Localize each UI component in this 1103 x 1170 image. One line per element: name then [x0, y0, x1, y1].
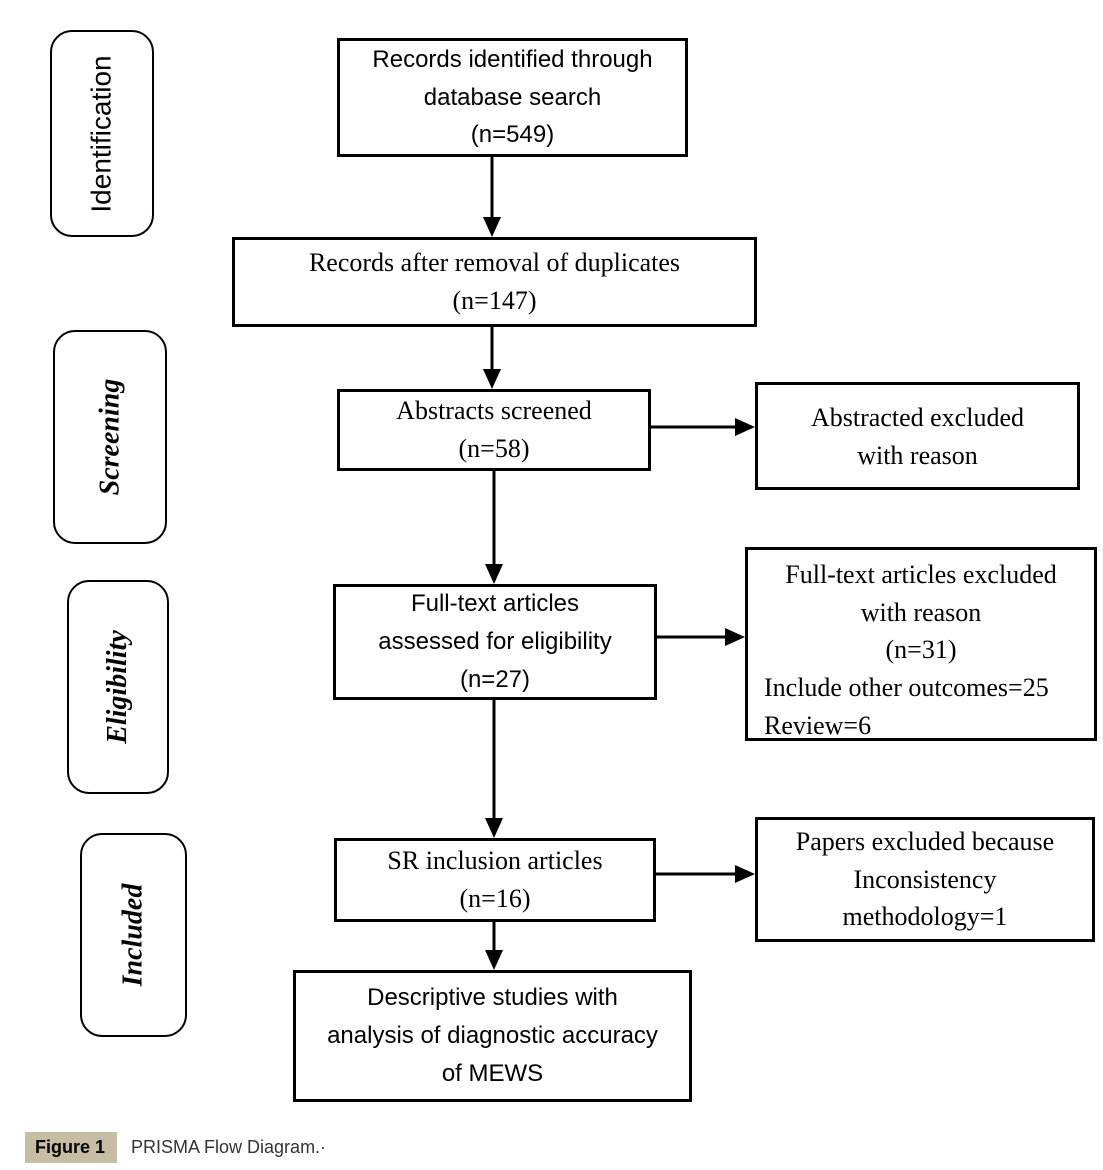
box-abstracted-excluded: Abstracted excluded with reason: [755, 382, 1080, 490]
figure-caption-label: Figure 1: [25, 1132, 118, 1163]
arrow-screened-to-fulltext: [485, 471, 503, 584]
arrow-fulltext-to-fulltext-excluded: [657, 628, 745, 646]
stage-eligibility: Eligibility: [67, 580, 169, 794]
arrow-duplicates-to-screened: [483, 327, 501, 389]
box-records-after-duplicates: Records after removal of duplicates (n=1…: [232, 237, 757, 327]
arrow-identified-to-duplicates: [483, 157, 501, 237]
stage-included-label: Included: [117, 883, 149, 987]
arrow-fulltext-to-sr-inclusion: [485, 700, 503, 838]
figure-caption: Figure 1 PRISMA Flow Diagram.·: [25, 1132, 326, 1163]
stage-identification: Identification: [50, 30, 154, 237]
box-records-identified: Records identified through database sear…: [337, 38, 688, 157]
stage-screening: Screening: [53, 330, 167, 544]
box-fulltext-excluded-centered-text: Full-text articles excluded with reason …: [785, 560, 1057, 665]
arrow-sr-to-papers-excluded: [656, 865, 755, 883]
box-fulltext-excluded-left-text: Include other outcomes=25 Review=6: [764, 673, 1049, 740]
box-descriptive-studies: Descriptive studies with analysis of dia…: [293, 970, 692, 1102]
box-papers-excluded: Papers excluded because Inconsistency me…: [755, 817, 1095, 942]
stage-included: Included: [80, 833, 187, 1037]
box-abstracts-screened: Abstracts screened (n=58): [337, 389, 651, 471]
stage-identification-label: Identification: [86, 54, 117, 213]
box-sr-inclusion: SR inclusion articles (n=16): [334, 838, 656, 922]
figure-caption-text: PRISMA Flow Diagram.·: [131, 1137, 327, 1157]
box-fulltext-excluded: Full-text articles excluded with reason …: [745, 547, 1097, 741]
stage-screening-label: Screening: [94, 378, 125, 496]
arrow-screened-to-abstract-excluded: [651, 418, 755, 436]
box-fulltext-assessed: Full-text articles assessed for eligibil…: [333, 584, 657, 700]
stage-eligibility-label: Eligibility: [102, 630, 133, 744]
arrow-sr-to-descriptive: [485, 922, 503, 970]
